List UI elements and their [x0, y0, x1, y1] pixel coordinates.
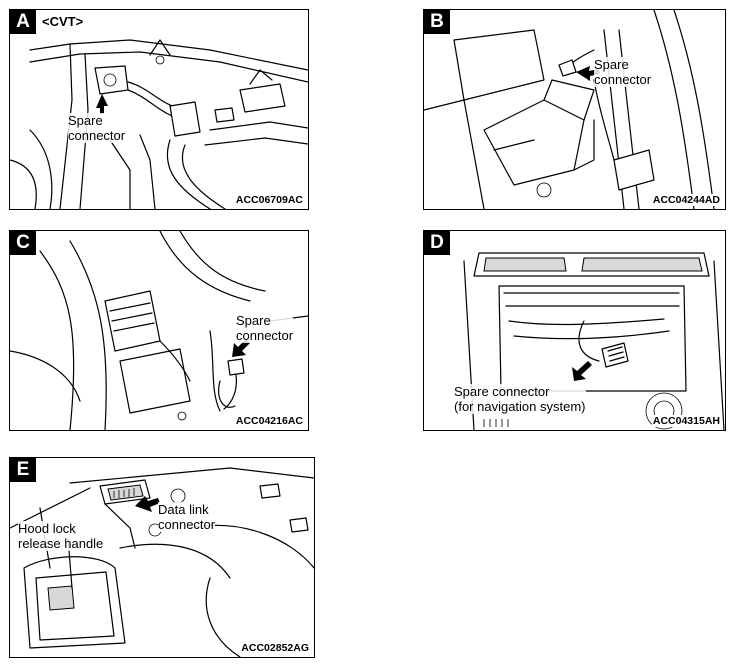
- panel-e-figure-code: ACC02852AG: [240, 642, 310, 654]
- panel-b-figure-code: ACC04244AD: [651, 194, 721, 206]
- panel-c-letter: C: [10, 231, 36, 255]
- panel-a-variant-label: <CVT>: [42, 14, 84, 29]
- panel-d-spare-connector-label: Spare connector (for navigation system): [454, 384, 586, 414]
- lower-dash-illustration: [10, 467, 314, 657]
- panel-e-data-link-connector-label: Data link connector: [158, 502, 216, 532]
- engine-bay-illustration: [10, 39, 308, 209]
- panel-a-spare-connector-label: Spare connector: [68, 113, 126, 143]
- panel-e-hood-lock-release-handle-label: Hood lock release handle: [18, 521, 104, 551]
- center-console-illustration: [463, 252, 725, 430]
- panel-b: B Spare connector ACC04244AD: [423, 9, 726, 210]
- panel-d: D Spare connector (for navigation system…: [423, 230, 726, 431]
- panel-e: E Hood lock release handle Data link con…: [9, 457, 315, 658]
- panel-c-figure-code: ACC04216AC: [234, 415, 304, 427]
- panel-c: C Spare connector ACC04216AC: [9, 230, 309, 431]
- panel-c-spare-connector-label: Spare connector: [236, 313, 294, 343]
- panel-b-spare-connector-label: Spare connector: [594, 57, 652, 87]
- panel-a: A <CVT> Spare connector ACC06709AC: [9, 9, 309, 210]
- panel-d-figure-code: ACC04315AH: [651, 415, 721, 427]
- panel-d-letter: D: [424, 231, 450, 255]
- panel-a-figure-code: ACC06709AC: [234, 194, 304, 206]
- dashboard-underside-illustration: [424, 10, 715, 209]
- panel-e-letter: E: [10, 458, 36, 482]
- panel-b-letter: B: [424, 10, 450, 34]
- panel-a-letter: A: [10, 10, 36, 34]
